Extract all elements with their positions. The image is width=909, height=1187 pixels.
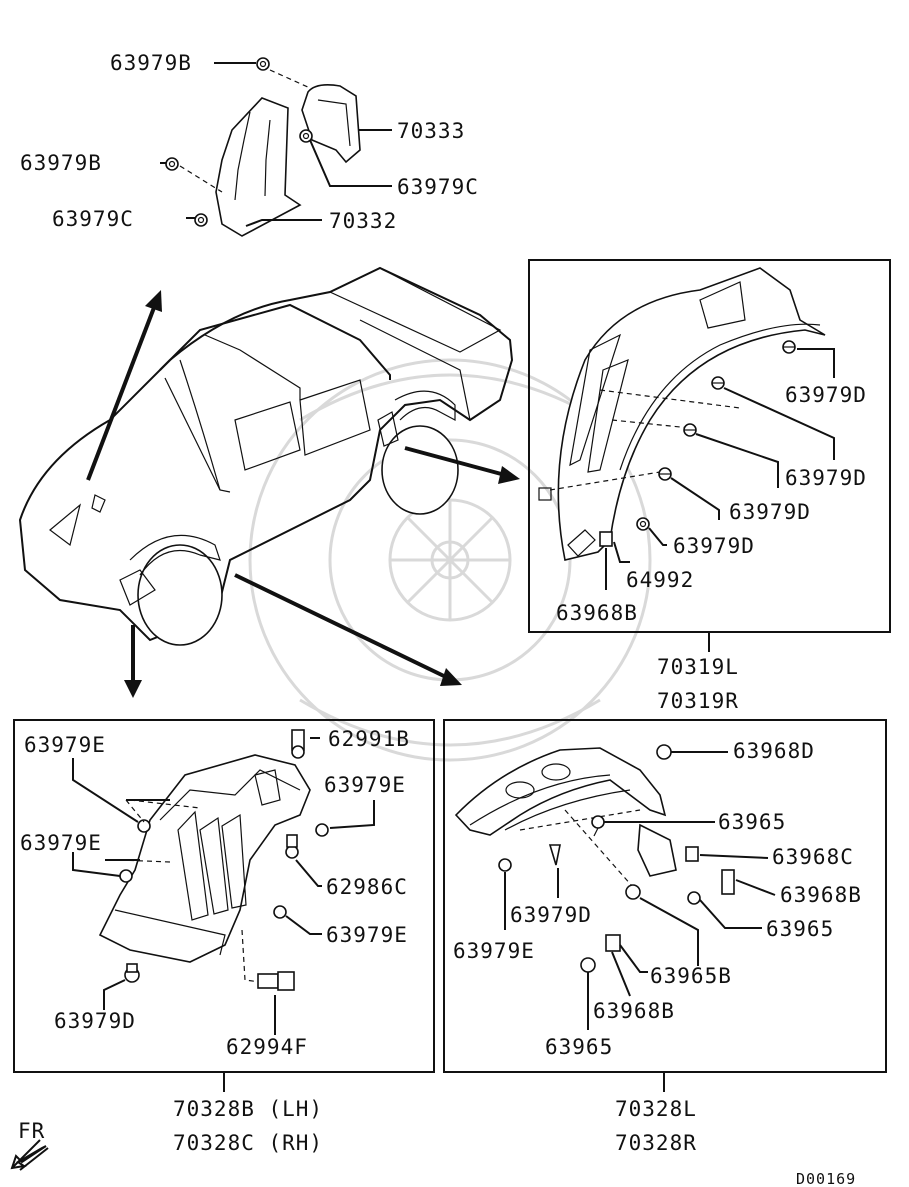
screw-fastener xyxy=(591,815,605,837)
label-63979B-left: 63979B xyxy=(20,151,102,175)
rear-fender-liner xyxy=(538,267,826,561)
label-63968B-fr-a: 63968B xyxy=(780,883,862,907)
label-63968C: 63968C xyxy=(772,845,854,869)
clip-fastener xyxy=(548,844,561,866)
clip-fastener xyxy=(658,467,672,481)
label-63979D-rear-a: 63979D xyxy=(785,383,867,407)
label-63979D-rear-d: 63979D xyxy=(673,534,755,558)
label-70328R: 70328R xyxy=(615,1131,697,1155)
label-70319L: 70319L xyxy=(657,655,739,679)
screw-fastener xyxy=(687,891,701,905)
clip-fastener xyxy=(285,834,299,859)
inner-shield-70332 xyxy=(215,97,302,237)
clip-fastener xyxy=(498,858,512,872)
label-63979D-fr: 63979D xyxy=(510,903,592,927)
label-63979E-fl-a: 63979E xyxy=(24,733,106,757)
nut-fastener xyxy=(599,531,613,547)
diagram-code: D00169 xyxy=(796,1170,856,1187)
label-63965-fr-c: 63965 xyxy=(545,1035,613,1059)
rear-clips xyxy=(599,340,796,547)
label-63979E-fl-b: 63979E xyxy=(324,773,406,797)
upper-shield-70333 xyxy=(301,84,361,164)
screw-fastener xyxy=(636,517,650,531)
nut-fastener xyxy=(605,934,621,952)
label-63979E-fl-d: 63979E xyxy=(326,923,408,947)
label-63979E-fl-c: 63979E xyxy=(20,831,102,855)
vehicle-outline xyxy=(18,266,514,646)
front-left-leaders xyxy=(72,737,375,1092)
label-70328B-LH: 70328B (LH) xyxy=(173,1097,323,1121)
clip-fastener xyxy=(119,869,133,883)
label-63968D: 63968D xyxy=(733,739,815,763)
clip-fastener xyxy=(124,963,140,983)
screw-fastener xyxy=(625,884,641,900)
label-63979D-rear-b: 63979D xyxy=(785,466,867,490)
label-62994F: 62994F xyxy=(226,1035,308,1059)
front-right-fender-liner xyxy=(454,747,677,896)
clip-fastener xyxy=(137,819,151,833)
front-tire xyxy=(137,544,223,646)
nut-fastener xyxy=(656,744,672,760)
clip-fastener xyxy=(683,423,697,437)
label-63968B-fr-b: 63968B xyxy=(593,999,675,1023)
clip-fastener xyxy=(273,905,287,919)
label-63979D-fl: 63979D xyxy=(54,1009,136,1033)
label-70332: 70332 xyxy=(329,209,397,233)
front-direction-arrow-icon xyxy=(10,1139,49,1171)
label-70333: 70333 xyxy=(397,119,465,143)
clip-fastener xyxy=(299,129,313,143)
nut-fastener xyxy=(721,869,735,895)
direction-label: FR xyxy=(18,1119,45,1143)
clip-fastener xyxy=(165,157,179,171)
nut-fastener xyxy=(685,846,699,862)
label-70328C-RH: 70328C (RH) xyxy=(173,1131,323,1155)
label-63979D-rear-c: 63979D xyxy=(729,500,811,524)
label-63965-fr-b: 63965 xyxy=(766,917,834,941)
label-64992: 64992 xyxy=(626,568,694,592)
label-62991B: 62991B xyxy=(328,727,410,751)
label-63979B-top-left: 63979B xyxy=(110,51,192,75)
top-shield-group xyxy=(160,57,392,237)
clip-fastener xyxy=(782,340,796,354)
screw-fastener xyxy=(580,957,596,973)
bolt-fastener xyxy=(257,971,295,991)
label-63979C-left: 63979C xyxy=(52,207,134,231)
front-fender-liner xyxy=(98,754,311,983)
clip-fastener xyxy=(256,57,270,71)
label-63979C-right: 63979C xyxy=(397,175,479,199)
label-63965-fr-a: 63965 xyxy=(718,810,786,834)
front-left-fasteners xyxy=(119,729,329,991)
clip-fastener xyxy=(315,823,329,837)
label-63965B: 63965B xyxy=(650,964,732,988)
label-70328L: 70328L xyxy=(615,1097,697,1121)
label-63979E-fr: 63979E xyxy=(453,939,535,963)
rear-tire xyxy=(381,425,459,515)
label-63968B-rear: 63968B xyxy=(556,601,638,625)
label-70319R: 70319R xyxy=(657,689,739,713)
callout-arrows xyxy=(86,290,520,698)
rear-leaders xyxy=(605,348,835,652)
front-right-leaders xyxy=(504,751,776,1092)
front-right-fasteners xyxy=(498,744,735,973)
label-62986C: 62986C xyxy=(326,875,408,899)
clip-fastener xyxy=(291,729,305,759)
clip-fastener xyxy=(194,213,208,227)
clip-fastener xyxy=(711,376,725,390)
